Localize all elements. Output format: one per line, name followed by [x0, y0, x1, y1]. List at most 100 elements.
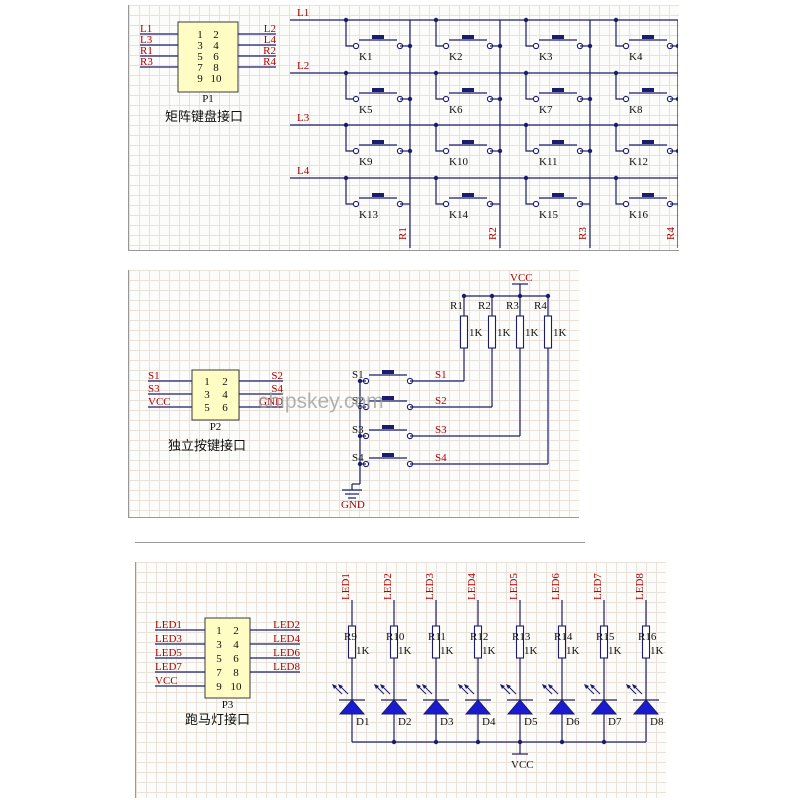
header-left-net-label: VCC	[148, 396, 171, 408]
resistor-label: R3	[506, 300, 519, 312]
led-net-label: LED8	[634, 573, 646, 600]
switch-actuator	[552, 140, 564, 144]
led-symbol	[548, 699, 576, 715]
led-light-arrowhead	[590, 684, 595, 689]
column-net-label: R3	[577, 227, 589, 240]
resistor-label: R2	[478, 300, 491, 312]
switch-contact	[352, 147, 360, 155]
led-light-arrowhead	[542, 684, 547, 689]
led-net-label: LED1	[340, 573, 352, 600]
schematic-wire	[525, 20, 536, 47]
button-net-label: S2	[435, 395, 447, 407]
header-designator: P3	[222, 699, 234, 711]
header-pin-number: 9	[216, 681, 222, 693]
junction-dot	[391, 739, 397, 745]
schematic-wire	[615, 178, 626, 205]
gnd-label: GND	[341, 499, 365, 511]
switch-actuator	[552, 35, 564, 39]
header-pin-number: 1	[216, 625, 222, 637]
switch-label: K12	[629, 156, 648, 168]
resistor-body	[459, 315, 469, 349]
switch-actuator	[642, 193, 654, 197]
resistor-value: 1K	[608, 645, 622, 657]
switch-contact	[622, 95, 630, 103]
switch-label: S4	[352, 452, 364, 464]
diode-label: D1	[356, 716, 369, 728]
header-pin-number: 2	[222, 376, 228, 388]
junction-dot	[433, 739, 439, 745]
header-right-net-label: R4	[263, 56, 276, 68]
header-pin-number: 3	[197, 40, 203, 52]
header-title: 矩阵键盘接口	[165, 109, 243, 124]
switch-contact	[532, 147, 540, 155]
header-title: 独立按键接口	[168, 438, 246, 453]
column-net-label: R2	[487, 227, 499, 240]
header-left-net-label: VCC	[155, 675, 178, 687]
resistor-value: 1K	[497, 327, 511, 339]
header-pin-number: 7	[197, 62, 203, 74]
junction-dot	[559, 739, 565, 745]
row-net-label: L2	[297, 60, 309, 72]
led-light-arrowhead	[626, 684, 631, 689]
matrix-key: K12	[622, 140, 674, 168]
resistor-label: R4	[534, 300, 547, 312]
header-pin-number: 8	[233, 667, 239, 679]
header-right-net-label: LED4	[273, 633, 300, 645]
header-pin-number: 4	[233, 639, 239, 651]
header-pin-number: 5	[204, 402, 210, 414]
schematic-wire	[345, 73, 356, 100]
led-net-label: LED2	[382, 573, 394, 600]
led-light-arrowhead	[422, 684, 427, 689]
panel-divider	[135, 542, 585, 543]
diode-label: D6	[566, 716, 580, 728]
matrix-key: K15	[532, 193, 584, 221]
header-pin-number: 1	[204, 376, 210, 388]
header-pin-number: 5	[197, 51, 203, 63]
diode-label: D3	[440, 716, 454, 728]
switch-contact	[352, 95, 360, 103]
matrix-key: K13	[352, 193, 404, 221]
header-left-net-label: R1	[140, 45, 153, 57]
switch-actuator	[462, 88, 474, 92]
header-left-net-label: LED3	[155, 633, 182, 645]
switch-contact	[352, 42, 360, 50]
row-net-label: L4	[297, 165, 310, 177]
diode-label: D5	[524, 716, 538, 728]
switch-label: S1	[352, 369, 364, 381]
diode-label: D7	[608, 716, 622, 728]
matrix-key: K1	[352, 35, 404, 63]
resistor-value: 1K	[440, 645, 454, 657]
schematic-wire	[615, 73, 626, 100]
switch-label: K3	[539, 51, 553, 63]
matrix-key: K7	[532, 88, 584, 116]
matrix-key: K8	[622, 88, 674, 116]
header-pin-number: 9	[197, 73, 203, 85]
led-symbol	[380, 699, 408, 715]
resistor-label: R1	[450, 300, 463, 312]
led-light-arrowhead	[374, 684, 379, 689]
resistor-value: 1K	[469, 327, 483, 339]
resistor-value: 1K	[650, 645, 664, 657]
resistor-value: 1K	[482, 645, 496, 657]
switch-actuator	[642, 88, 654, 92]
switch-contact	[352, 200, 360, 208]
led-symbol	[590, 699, 618, 715]
switch-actuator	[372, 193, 384, 197]
header-pin-number: 8	[213, 62, 219, 74]
led-light-arrowhead	[338, 684, 343, 689]
led-light-arrowhead	[584, 684, 589, 689]
led-net-label: LED5	[508, 573, 520, 600]
switch-actuator	[382, 425, 394, 429]
switch-contact	[442, 147, 450, 155]
resistor-body	[515, 315, 525, 349]
schematic-wire	[615, 125, 626, 152]
led-symbol	[338, 699, 366, 715]
switch-contact	[622, 42, 630, 50]
junction-dot	[475, 739, 481, 745]
matrix-key: K10	[442, 140, 494, 168]
junction-dot	[601, 739, 607, 745]
matrix-key: K2	[442, 35, 494, 63]
led-net-label: LED6	[550, 573, 562, 600]
